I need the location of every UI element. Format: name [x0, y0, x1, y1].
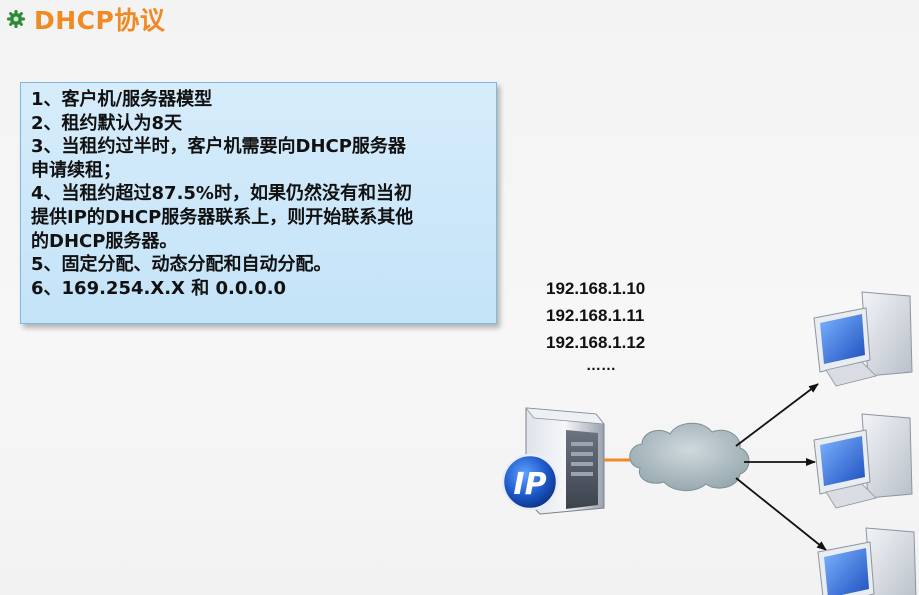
- client-computer-icon: [817, 527, 917, 595]
- info-textbox: 1、客户机/服务器模型 2、租约默认为8天 3、当租约过半时，客户机需要向DHC…: [20, 82, 497, 324]
- info-line-1: 1、客户机/服务器模型: [31, 89, 213, 110]
- page-title: DHCP协议: [34, 6, 166, 35]
- gear-bullet-icon: [7, 10, 25, 28]
- info-line-6: 提供IP的DHCP服务器联系上，则开始联系其他: [31, 206, 414, 228]
- title-row: DHCP协议: [6, 2, 165, 36]
- ip-address-2: 192.168.1.11: [546, 306, 645, 325]
- ip-badge-label: IP: [513, 467, 546, 502]
- info-line-4: 申请续租；: [31, 159, 121, 181]
- info-line-5: 4、当租约超过87.5%时，如果仍然没有和当初: [31, 183, 412, 205]
- info-line-7: 的DHCP服务器。: [31, 230, 178, 252]
- info-line-3: 3、当租约过半时，客户机需要向DHCP服务器: [31, 136, 406, 158]
- client-computer-icon: [813, 291, 913, 387]
- ip-address-list: 192.168.1.10 192.168.1.11 192.168.1.12 ……: [546, 278, 676, 373]
- info-line-9: 6、169.254.X.X 和 0.0.0.0: [31, 277, 287, 299]
- ip-address-1: 192.168.1.10: [546, 279, 646, 298]
- arrow-to-client-1: [735, 383, 819, 447]
- arrow-to-client-3: [735, 477, 827, 551]
- dhcp-server-icon: IP: [501, 407, 605, 515]
- ip-ellipsis: ……: [586, 357, 616, 374]
- info-line-8: 5、固定分配、动态分配和自动分配。: [31, 254, 332, 276]
- client-computer-icon: [813, 413, 913, 509]
- cloud-icon: [629, 422, 750, 491]
- ip-address-3: 192.168.1.12: [546, 333, 646, 352]
- info-line-2: 2、租约默认为8天: [31, 112, 183, 134]
